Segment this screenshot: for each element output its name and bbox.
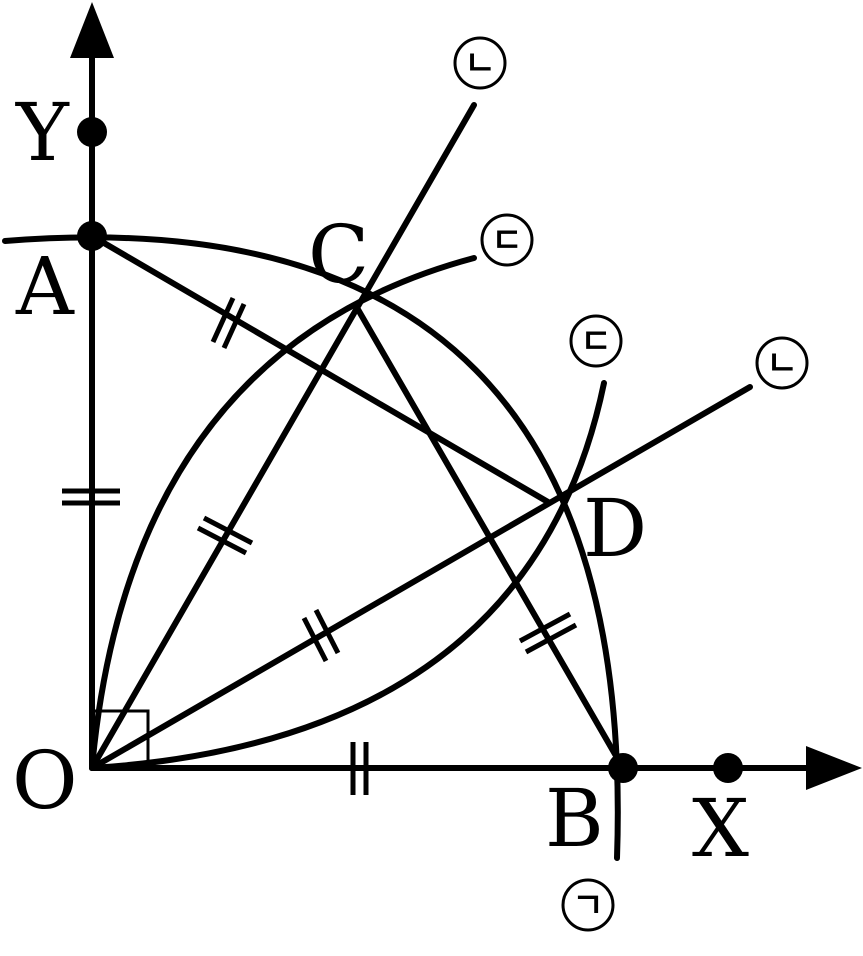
label-d: D — [583, 482, 647, 575]
point-x — [713, 753, 743, 783]
point-y — [77, 117, 107, 147]
tick-db — [518, 611, 578, 655]
tick-oc — [196, 515, 254, 556]
label-y: Y — [15, 86, 70, 179]
ray-od — [89, 384, 753, 771]
segment-ad — [89, 233, 551, 505]
step-mark-arc-main: ㄱ — [561, 878, 615, 932]
segment-cb — [353, 303, 626, 771]
step-mark-ray-d: ㄴ — [755, 336, 809, 390]
label-o: O — [12, 734, 78, 827]
tick-od — [301, 608, 341, 663]
arc-oc — [89, 255, 477, 771]
svg-text:ㄴ: ㄴ — [766, 344, 797, 384]
label-b: B — [545, 772, 604, 865]
ray-oc — [89, 102, 477, 771]
svg-text:ㄷ: ㄷ — [580, 322, 611, 362]
arc-od — [89, 380, 607, 771]
point-b — [608, 753, 638, 783]
label-a: A — [15, 240, 75, 333]
svg-text:ㄷ: ㄷ — [491, 221, 522, 261]
label-c: C — [308, 208, 369, 301]
svg-text:ㄴ: ㄴ — [464, 44, 495, 84]
label-x: X — [692, 782, 749, 875]
tick-ob — [350, 742, 369, 795]
y-axis-arrowhead — [70, 2, 114, 58]
svg-text:ㄱ: ㄱ — [572, 886, 603, 926]
tick-oa — [62, 488, 120, 506]
step-mark-arc-d: ㄷ — [569, 314, 623, 368]
x-axis-arrowhead — [806, 746, 862, 790]
arc-ab — [2, 234, 621, 861]
point-a — [77, 221, 107, 251]
tick-ac — [210, 296, 247, 350]
step-mark-ray-c: ㄴ — [453, 36, 507, 90]
step-mark-arc-c: ㄷ — [480, 213, 534, 267]
